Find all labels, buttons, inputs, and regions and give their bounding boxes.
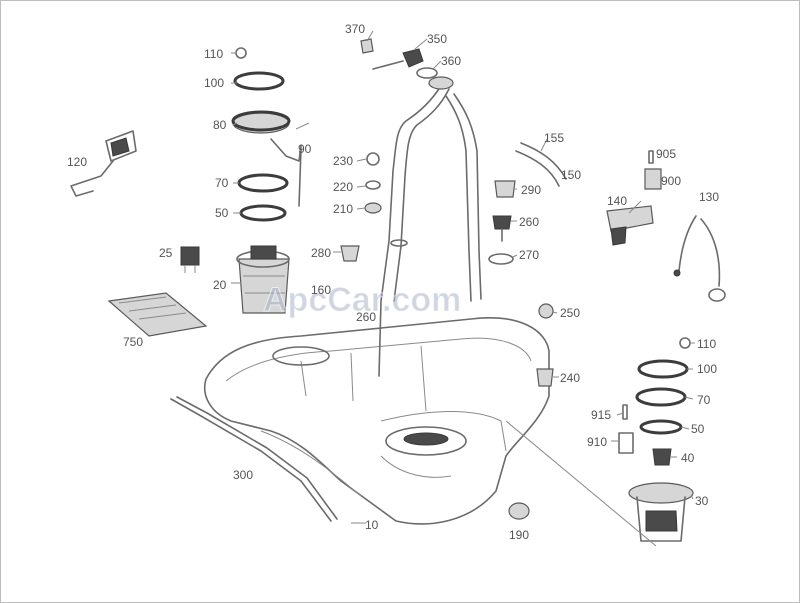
label-220: 220 bbox=[333, 180, 353, 194]
label-50-right: 50 bbox=[691, 422, 705, 436]
label-750: 750 bbox=[123, 335, 143, 349]
cap-280 bbox=[340, 245, 360, 262]
valve-210 bbox=[364, 202, 382, 214]
label-915: 915 bbox=[591, 408, 611, 422]
label-10: 10 bbox=[365, 518, 379, 532]
label-100-right: 100 bbox=[697, 362, 717, 376]
label-905: 905 bbox=[656, 147, 676, 161]
label-360: 360 bbox=[441, 54, 461, 68]
ring-70-left bbox=[237, 173, 289, 193]
label-290: 290 bbox=[521, 183, 541, 197]
label-260-right: 260 bbox=[519, 215, 539, 229]
label-370: 370 bbox=[345, 22, 365, 36]
seal-50-right bbox=[639, 419, 683, 435]
cap-290 bbox=[494, 180, 516, 198]
label-120: 120 bbox=[67, 155, 87, 169]
label-80: 80 bbox=[213, 118, 227, 132]
label-30: 30 bbox=[695, 494, 709, 508]
label-140: 140 bbox=[607, 194, 627, 208]
filler-neck-pipes bbox=[378, 76, 482, 377]
label-90: 90 bbox=[298, 142, 312, 156]
label-260-left: 260 bbox=[356, 310, 376, 324]
seal-360 bbox=[416, 67, 438, 79]
label-110-left: 110 bbox=[204, 47, 223, 61]
label-160: 160 bbox=[311, 283, 331, 297]
valve-230 bbox=[366, 152, 380, 166]
ring-100-right bbox=[637, 359, 689, 379]
valve-240 bbox=[536, 368, 554, 387]
seal-50-left bbox=[239, 204, 287, 222]
label-900: 900 bbox=[661, 174, 681, 188]
label-155: 155 bbox=[544, 131, 564, 145]
clip-915 bbox=[622, 404, 628, 420]
label-150: 150 bbox=[561, 168, 581, 182]
rod-90 bbox=[270, 138, 302, 207]
valve-250 bbox=[538, 303, 554, 319]
clip-370 bbox=[360, 38, 374, 54]
hose-155 bbox=[515, 142, 567, 187]
pump-30 bbox=[628, 482, 694, 542]
label-20: 20 bbox=[213, 278, 227, 292]
sender-120 bbox=[70, 130, 137, 197]
ring-270 bbox=[488, 253, 514, 265]
watermark-text: ApcCar.com bbox=[263, 281, 461, 319]
sensor-25 bbox=[180, 246, 200, 273]
label-130: 130 bbox=[699, 190, 719, 204]
leader-lines bbox=[231, 30, 695, 547]
part-labels: 110 100 80 90 70 50 20 25 120 750 300 10… bbox=[67, 22, 719, 542]
label-50-left: 50 bbox=[215, 206, 229, 220]
label-240: 240 bbox=[560, 371, 580, 385]
label-280: 280 bbox=[311, 246, 331, 260]
screw-110-right bbox=[679, 337, 691, 349]
valve-260 bbox=[492, 215, 512, 242]
label-190: 190 bbox=[509, 528, 529, 542]
screw-110-left bbox=[235, 47, 247, 59]
cover-80 bbox=[231, 110, 291, 134]
strap-300 bbox=[170, 396, 338, 522]
label-100-left: 100 bbox=[204, 76, 224, 90]
label-300: 300 bbox=[233, 468, 253, 482]
valve-220 bbox=[365, 180, 381, 190]
label-230: 230 bbox=[333, 154, 353, 168]
label-40: 40 bbox=[681, 451, 695, 465]
label-270: 270 bbox=[519, 248, 539, 262]
label-350: 350 bbox=[427, 32, 447, 46]
label-70-left: 70 bbox=[215, 176, 229, 190]
wire-130 bbox=[673, 215, 726, 302]
valve-40 bbox=[652, 448, 672, 466]
label-210: 210 bbox=[333, 202, 353, 216]
pump-20 bbox=[236, 245, 290, 314]
ring-100-left bbox=[233, 71, 285, 91]
fuel-tank-10 bbox=[204, 317, 550, 525]
filter-910 bbox=[618, 432, 634, 454]
label-910: 910 bbox=[587, 435, 607, 449]
label-250: 250 bbox=[560, 306, 580, 320]
label-70-right: 70 bbox=[697, 393, 711, 407]
label-25: 25 bbox=[159, 246, 173, 260]
sensor-900 bbox=[644, 168, 662, 190]
ring-70-right bbox=[635, 387, 687, 407]
sensor-905 bbox=[648, 150, 654, 164]
filler-cap-350 bbox=[372, 48, 424, 70]
bracket-140 bbox=[606, 205, 654, 246]
cap-190 bbox=[508, 502, 530, 520]
pad-750 bbox=[107, 292, 208, 337]
label-110-right: 110 bbox=[697, 337, 716, 351]
